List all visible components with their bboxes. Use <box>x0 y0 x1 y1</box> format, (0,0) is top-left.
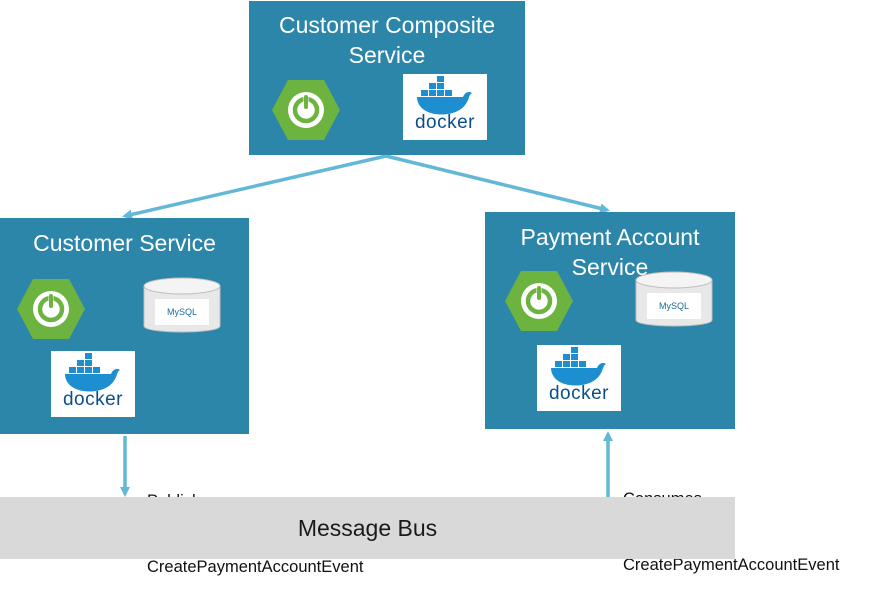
docker-whale-icon <box>551 347 606 386</box>
mysql-database-icon: MySQL <box>633 270 715 330</box>
customer-composite-service-box: Customer Composite Service docker <box>249 1 525 155</box>
docker-whale-icon <box>417 76 472 115</box>
docker-wordmark: docker <box>62 389 124 410</box>
mysql-database-icon: MySQL <box>141 276 223 336</box>
customer-service-title: Customer Service <box>33 230 216 256</box>
composite-title-line1: Customer Composite <box>278 12 496 38</box>
docker-wordmark: docker <box>414 112 476 133</box>
docker-wordmark: docker <box>548 383 610 404</box>
arrow-to-customer-service <box>122 154 387 220</box>
mysql-wordmark: MySQL <box>155 299 209 325</box>
docker-logo-icon: docker <box>51 351 135 417</box>
docker-logo-icon: docker <box>537 345 621 411</box>
docker-logo-icon: docker <box>403 74 487 140</box>
arrow-to-payment-service <box>385 154 610 214</box>
payment-title-line2: Service <box>571 254 649 280</box>
message-bus: Message Bus <box>0 497 735 559</box>
spring-boot-icon <box>17 279 85 339</box>
spring-boot-icon <box>505 271 573 331</box>
publishes-event-name: CreatePaymentAccountEvent <box>147 558 364 576</box>
composite-title: Customer Composite Service <box>249 10 525 70</box>
docker-whale-icon <box>65 353 120 392</box>
payment-title-line1: Payment Account <box>520 224 700 250</box>
spring-boot-icon <box>272 80 340 140</box>
mysql-wordmark: MySQL <box>647 293 701 319</box>
customer-service-box: Customer Service MySQL docker <box>0 218 249 434</box>
connectors <box>120 154 613 497</box>
payment-title: Payment Account Service <box>485 222 735 282</box>
composite-title-line2: Service <box>348 42 426 68</box>
payment-account-service-box: Payment Account Service MySQL <box>485 212 735 429</box>
